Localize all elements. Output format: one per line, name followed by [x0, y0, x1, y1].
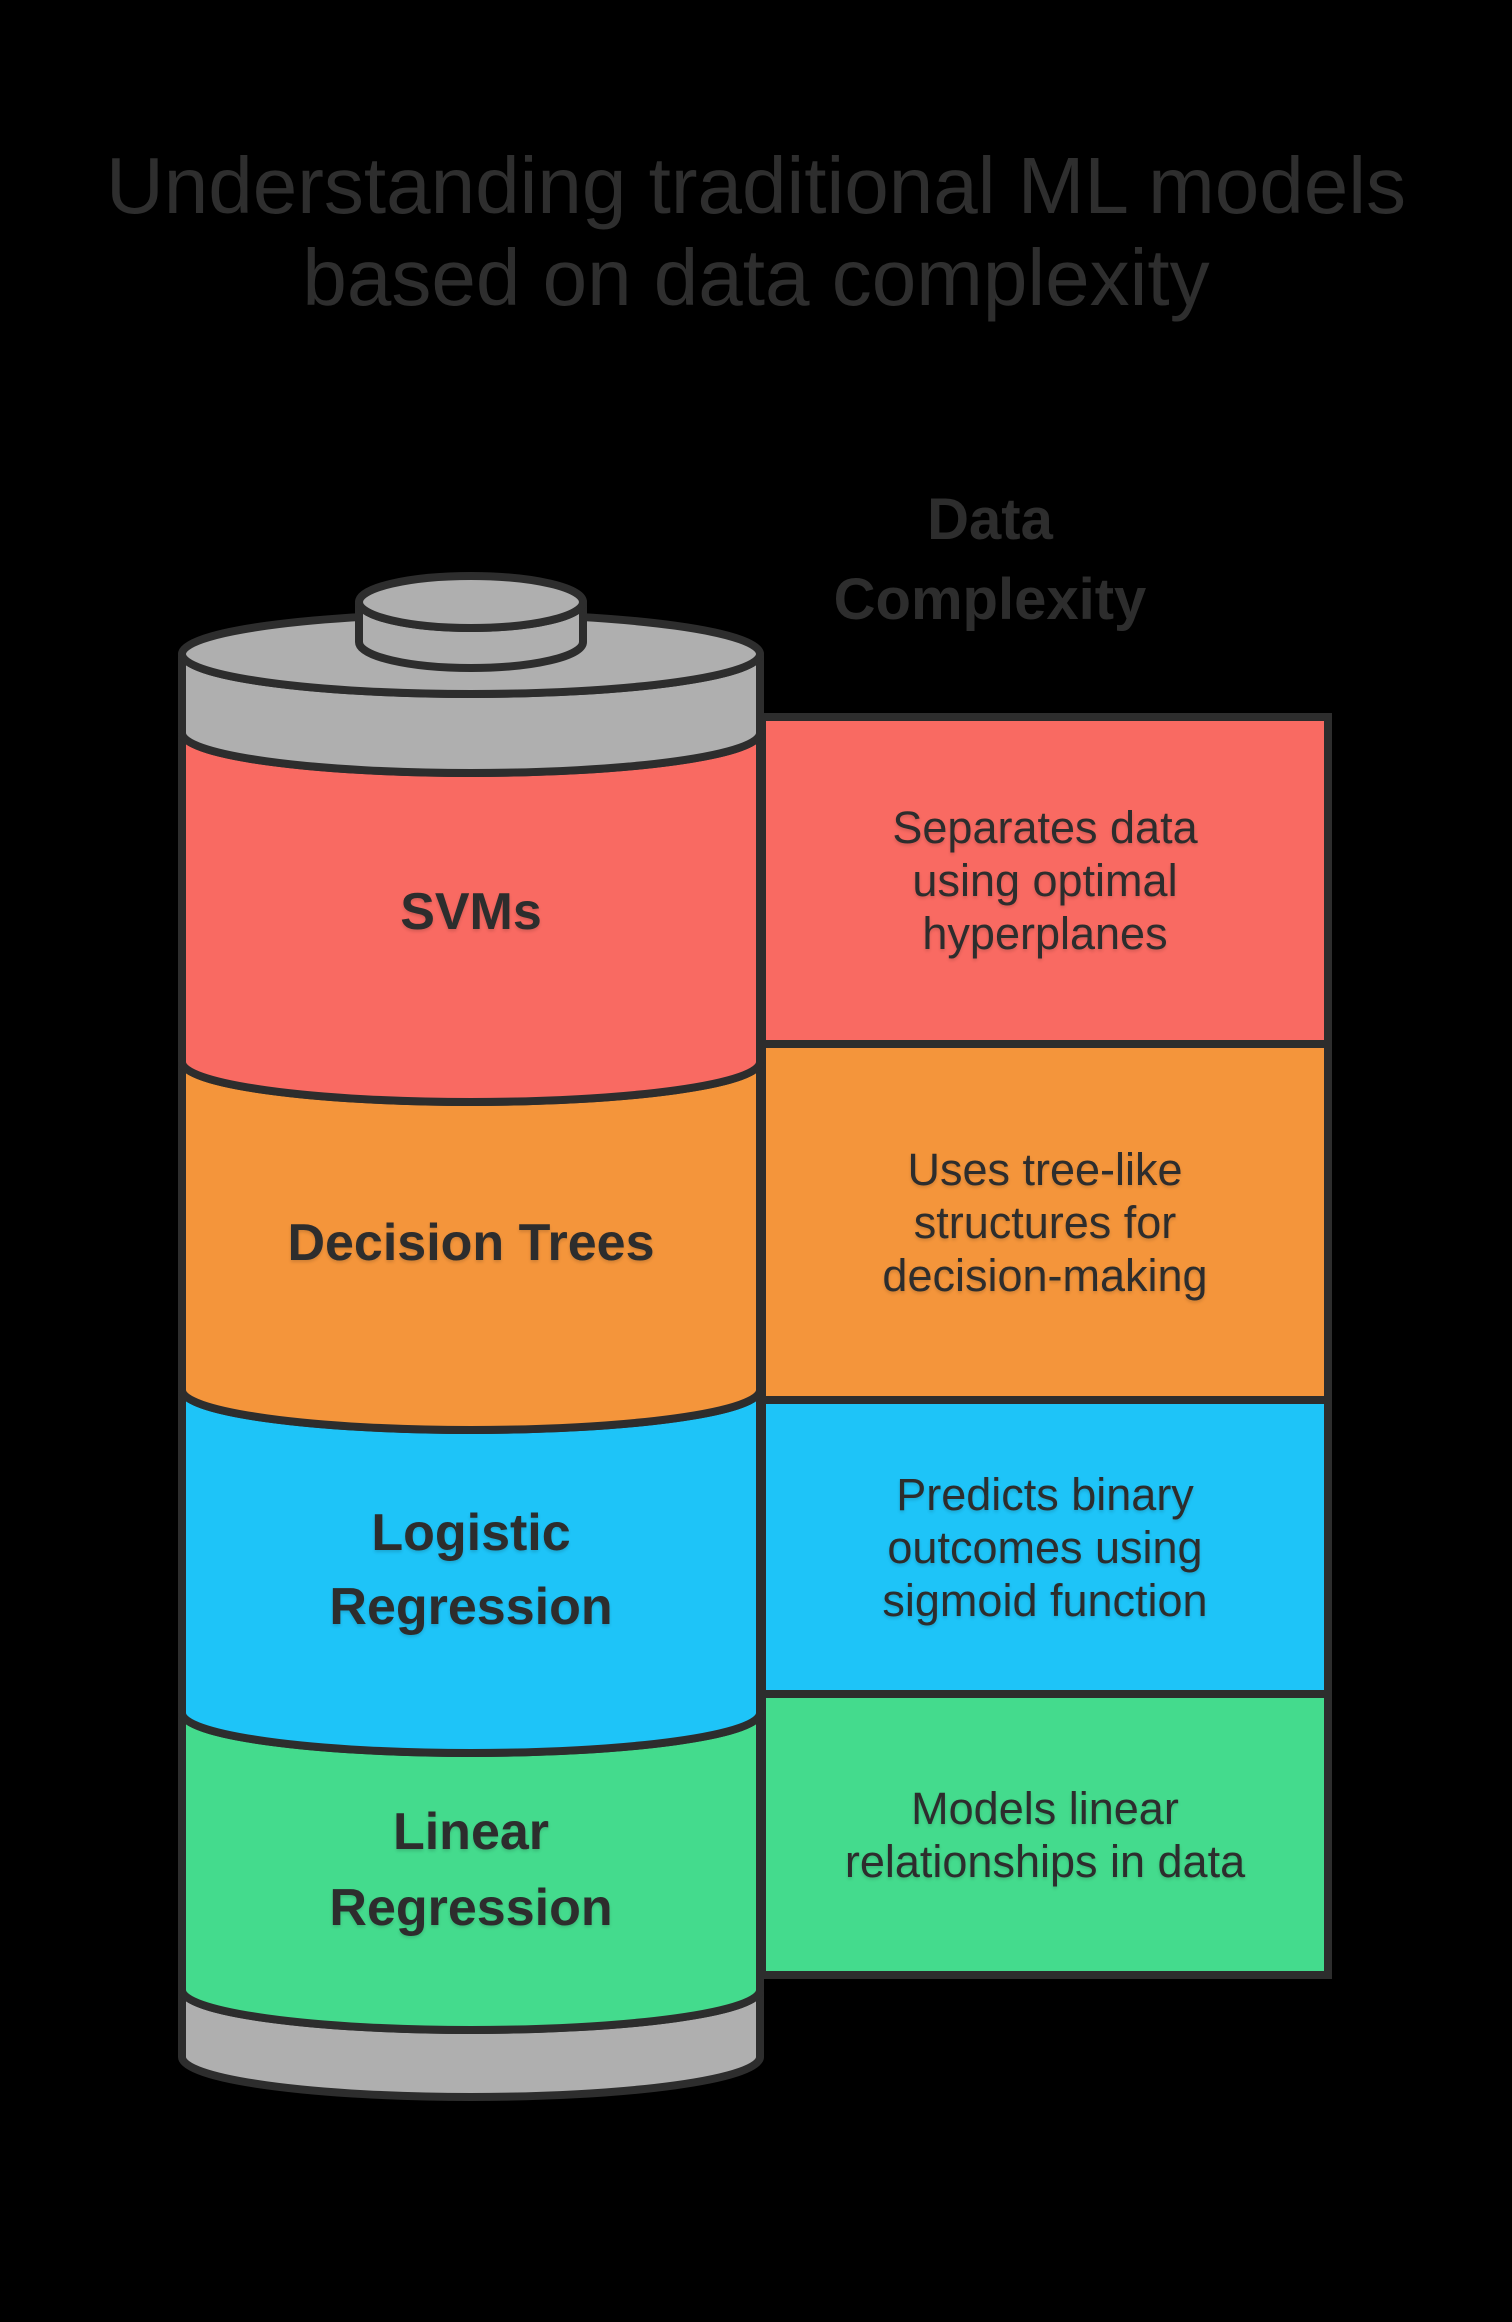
description-boxes: Separates data using optimal hyperplanes…: [758, 713, 1332, 1979]
data-complexity-header-line-1: Data: [927, 487, 1053, 552]
description-line: relationships in data: [844, 1835, 1246, 1887]
description-line: Separates data: [892, 802, 1198, 853]
description-line: Predicts binary: [896, 1468, 1194, 1520]
page-title: Understanding traditional ML models base…: [0, 140, 1512, 324]
description-box-linear-regression: Models linear relationships in data: [766, 1698, 1324, 1971]
segment-label-line: Logistic: [371, 1504, 571, 1562]
description-box-logistic-regression: Predicts binary outcomes using sigmoid f…: [766, 1404, 1324, 1690]
description-line: decision-making: [882, 1249, 1208, 1301]
segment-label-line: Regression: [329, 1879, 613, 1937]
description-line: Models linear: [911, 1782, 1179, 1834]
segment-label-decision-trees: Decision Trees: [182, 1217, 760, 1269]
description-box-decision-trees: Uses tree-like structures for decision-m…: [766, 1048, 1324, 1396]
description-line: structures for: [913, 1196, 1177, 1248]
segment-label-line: Decision Trees: [287, 1214, 655, 1272]
data-complexity-header: Data Complexity: [690, 480, 1290, 640]
segment-label-linear-regression: Linear Regression: [182, 1794, 760, 1946]
description-box-svms: Separates data using optimal hyperplanes: [766, 721, 1324, 1040]
description-line: Uses tree-like: [907, 1143, 1183, 1195]
segment-label-logistic-regression: Logistic Regression: [182, 1496, 760, 1644]
battery-terminal-top: [355, 572, 587, 632]
data-complexity-header-line-2: Complexity: [833, 567, 1147, 632]
segment-label-line: Linear: [392, 1803, 550, 1861]
page-title-line-1: Understanding traditional ML models: [106, 141, 1406, 230]
description-line: hyperplanes: [922, 908, 1168, 959]
segment-label-line: Regression: [329, 1578, 613, 1636]
description-line: using optimal: [912, 855, 1178, 906]
page-title-line-2: based on data complexity: [302, 233, 1210, 322]
segment-label-line: SVMs: [400, 883, 542, 941]
segment-label-svms: SVMs: [182, 886, 760, 938]
description-line: outcomes using: [887, 1521, 1203, 1573]
description-line: sigmoid function: [882, 1574, 1208, 1626]
